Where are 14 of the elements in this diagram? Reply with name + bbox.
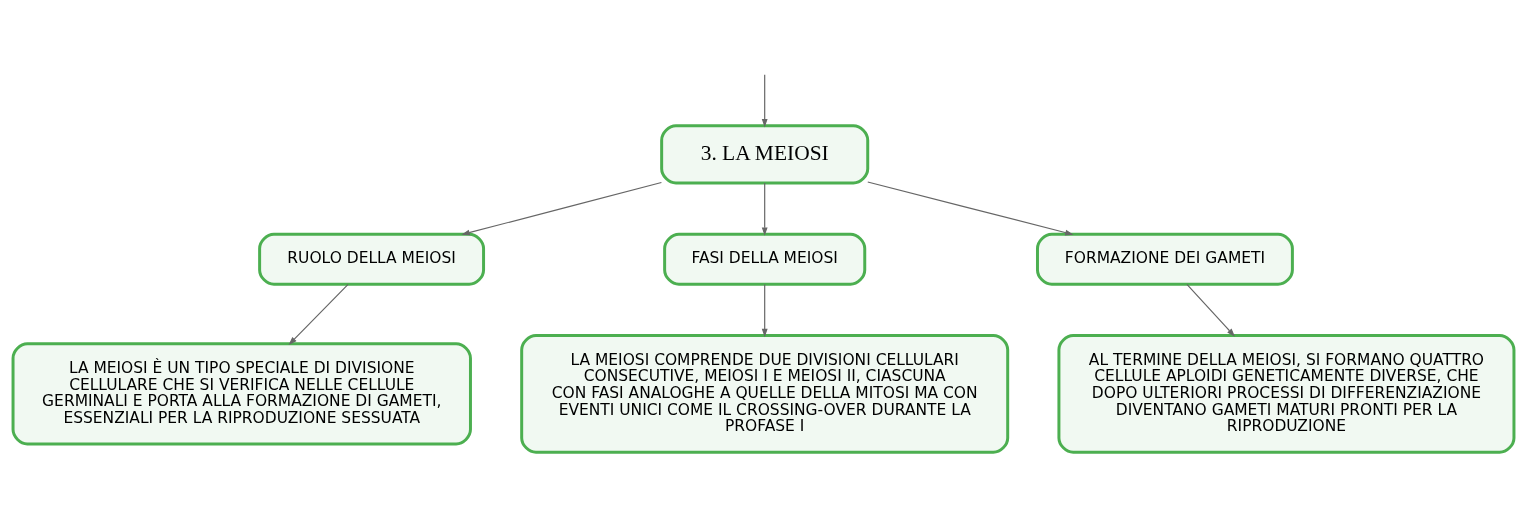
node-box: LA MEIOSI COMPRENDE DUE DIVISIONI CELLULARI CONSECUTIVE, MEIOSI I E MEIOSI II, CIASCUNA CON FASI ANALOGHE A QUELLE DELLA MITOSI MA CON EVENTI UNICI COME IL CROSSING-OVER DURANTE LA PROFASE I: [520, 334, 1010, 454]
arrow: [288, 283, 349, 345]
node-box: RUOLO DELLA MEIOSI: [258, 232, 486, 286]
node-box: FASI DELLA MEIOSI: [663, 232, 867, 286]
node-box: 3. LA MEIOSI: [660, 124, 870, 185]
arrow: [461, 181, 662, 236]
arrow: [761, 182, 768, 236]
node-box: FORMAZIONE DEI GAMETI: [1036, 232, 1294, 286]
arrow: [761, 74, 768, 128]
arrow: [867, 181, 1074, 236]
node-box: AL TERMINE DELLA MEIOSI, SI FORMANO QUATTRO CELLULE APLOIDI GENETICAMENTE DIVERSE, CHE DOPO ULTERIORI PROCESSI DI DIFFERENZIAZIONE DIVENTANO GAMETI MATURI PRONTI PER LA RIPRODUZIONE: [1057, 334, 1516, 454]
node-box: LA MEIOSI È UN TIPO SPECIALE DI DIVISIONE CELLULARE CHE SI VERIFICA NELLE CELLULE GERMINALI E PORTA ALLA FORMAZIONE DI GAMETI, ESSENZIALI PER LA RIPRODUZIONE SESSUATA: [11, 342, 472, 446]
arrow: [761, 283, 768, 338]
arrow: [1186, 283, 1236, 337]
